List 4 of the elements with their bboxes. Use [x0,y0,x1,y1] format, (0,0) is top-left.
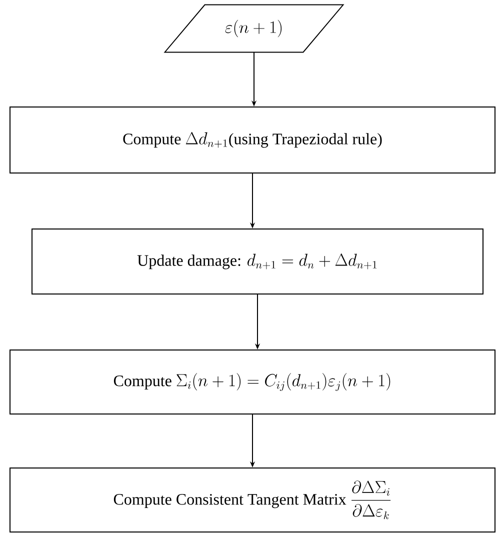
process-box: $\text{Update damage: }d_{n+1}=d_n+\Delta d_{n+1}$ [32,228,484,294]
process-box: $\text{Compute }\Sigma_i(n+1)=C_{ij}(d_{n+1})\varepsilon_j(n+1)$ [10,350,496,414]
process-box: $\text{Compute }\Delta d_{n+1}\text{(using Trapeziodal rule)}$ [10,106,496,174]
process-box: $\text{Compute Consistent Tangent Matrix }\dfrac{\partial\Delta\Sigma_i}{\partial\Delta\varepsilon_k}$ [10,468,496,532]
